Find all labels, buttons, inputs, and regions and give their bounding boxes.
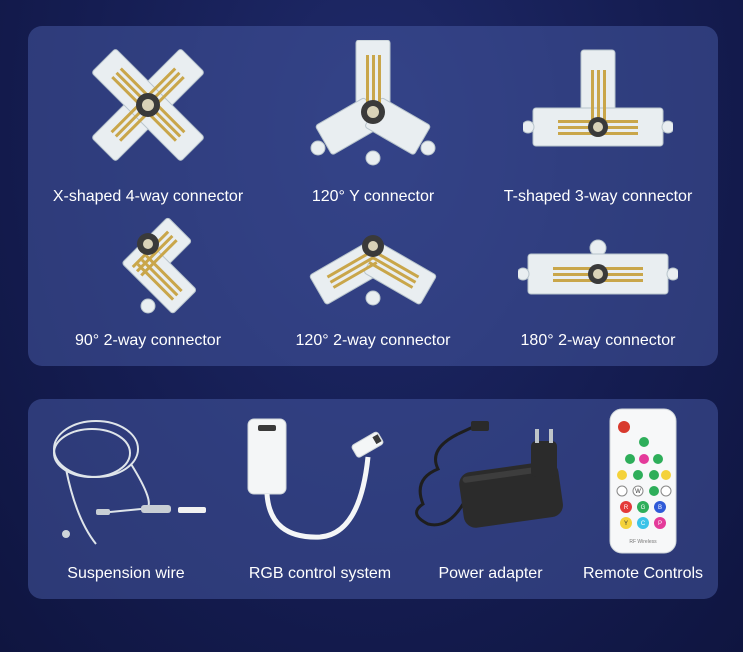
rgb-controller-icon — [247, 418, 384, 540]
accessory-label: Suspension wire — [67, 565, 185, 582]
remote-control-icon: R G B W Y C P RF Wireless — [609, 408, 677, 554]
suspension-wire-icon — [53, 420, 206, 545]
t-connector-icon — [523, 49, 673, 147]
svg-text:W: W — [635, 489, 641, 495]
connector-item-120: 120° 2-way connector — [263, 216, 483, 366]
connector-item-t: T-shaped 3-way connector — [488, 40, 708, 210]
connector-label: 120° Y connector — [311, 188, 435, 205]
accessory-label: Remote Controls — [582, 565, 704, 582]
power-adapter-icon — [415, 421, 563, 528]
y-connector-icon — [310, 40, 436, 166]
connector-item-90: 90° 2-way connector — [38, 216, 258, 366]
svg-text:C: C — [641, 521, 646, 527]
connector-label: T-shaped 3-way connector — [503, 188, 693, 205]
l-connector-icon — [122, 217, 197, 314]
connector-label: X-shaped 4-way connector — [52, 188, 244, 205]
connector-item-y: 120° Y connector — [263, 40, 483, 210]
connector-label: 180° 2-way connector — [520, 332, 676, 349]
connector-label: 120° 2-way connector — [295, 332, 451, 349]
accessory-label: Power adapter — [438, 565, 543, 582]
accessory-item-adapter: Power adapter — [403, 409, 578, 589]
svg-text:R: R — [624, 505, 629, 511]
accessory-item-remote: R G B W Y C P RF Wireless Remote Control… — [573, 407, 713, 589]
connector-item-180: 180° 2-way connector — [488, 216, 708, 366]
svg-text:B: B — [658, 505, 662, 511]
angle-connector-icon — [309, 235, 437, 306]
straight-connector-icon — [518, 239, 678, 295]
connector-label: 90° 2-way connector — [74, 332, 222, 349]
connector-item-x: X-shaped 4-way connector — [38, 40, 258, 210]
x-connector-icon — [92, 49, 204, 161]
power-icon — [618, 421, 630, 433]
accessory-label: RGB control system — [248, 565, 392, 582]
accessory-item-rgb: RGB control system — [230, 409, 410, 589]
remote-brand-text: RF Wireless — [629, 539, 657, 545]
connectors-panel: X-shaped 4-way connector 120° Y connecto… — [28, 26, 718, 366]
accessories-panel: Suspension wire RGB control system — [28, 399, 718, 599]
svg-text:P: P — [658, 521, 662, 527]
svg-text:G: G — [641, 505, 646, 511]
svg-text:Y: Y — [624, 521, 628, 527]
accessory-item-wire: Suspension wire — [36, 409, 216, 589]
